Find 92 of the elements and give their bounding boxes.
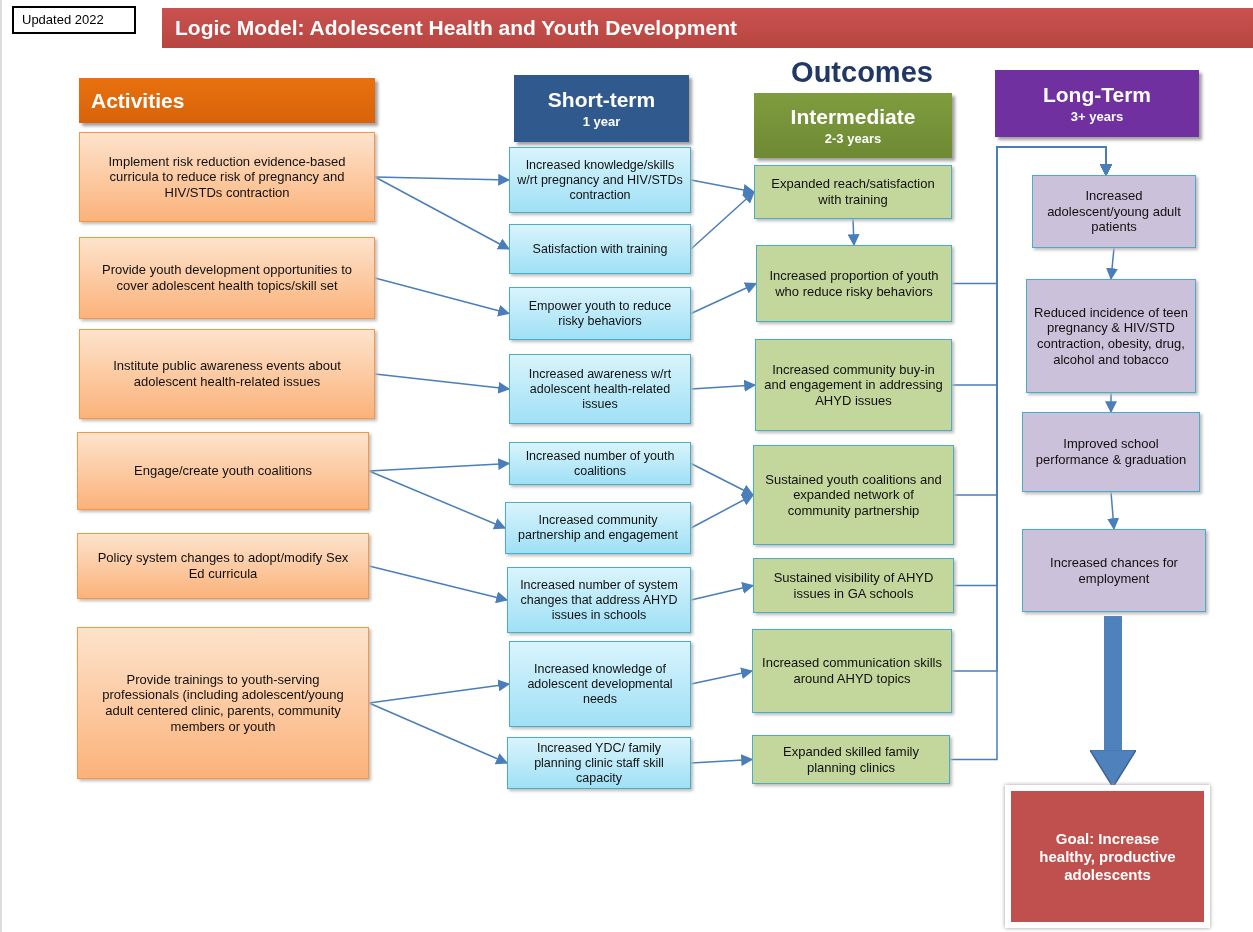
box-text: Sustained youth coalitions and expanded network of community partnership xyxy=(764,471,943,519)
column-header xyxy=(995,70,1199,137)
box-text: Increased community buy-in and engagement in addressing AHYD issues xyxy=(763,361,944,409)
arrow xyxy=(374,373,511,394)
long-term-outcome-box xyxy=(1026,279,1196,393)
box-text: Increased number of system changes that address AHYD issues in schools xyxy=(519,577,679,623)
box-text: Institute public awareness events about adolescent health-related issues xyxy=(112,358,342,390)
activity-box xyxy=(79,329,375,419)
short-term-outcome-box xyxy=(509,442,691,485)
intermediate-outcome-box xyxy=(756,245,952,322)
box-text: Provide youth development opportunities to cover adolescent health topics/skill set xyxy=(100,262,353,294)
box-text: Engage/create youth coalitions xyxy=(134,463,312,479)
box-text: Increased communication skills around AHYD topics xyxy=(761,655,943,687)
block-arrow xyxy=(1088,616,1138,788)
box-text: Intermediate xyxy=(790,104,916,130)
box-text: Satisfaction with training xyxy=(532,241,668,257)
arrow xyxy=(374,277,511,317)
box-text: Short-term xyxy=(547,87,656,113)
arrow xyxy=(690,191,755,250)
box-text: Increased knowledge/skills w/rt pregnancy and HIV/STDs contraction xyxy=(516,157,684,203)
box-text: Reduced incidence of teen pregnancy & HIV/STD contraction, obesity, drug, alcohol and tobacco xyxy=(1033,304,1189,368)
box-text: Increased adolescent/young adult patients xyxy=(1046,188,1182,235)
short-term-outcome-box xyxy=(509,287,691,340)
box-text: Goal: Increase healthy, productive adolescents xyxy=(1038,829,1177,884)
box-text: Improved school performance & graduation xyxy=(1034,436,1188,468)
box-text: Policy system changes to adopt/modify Sex Ed curricula xyxy=(96,550,350,582)
activity-box xyxy=(77,432,369,510)
arrow xyxy=(374,173,511,186)
box-text: Increased chances for employment xyxy=(1049,554,1179,587)
box-text: Expanded skilled family planning clinics xyxy=(782,743,920,776)
box-text: Empower youth to reduce risky behaviors xyxy=(527,298,673,329)
box-text: Sustained visibility of AHYD issues in GA schools xyxy=(772,569,935,602)
column-header xyxy=(79,78,375,123)
intermediate-outcome-box xyxy=(752,735,950,784)
box-text: Updated 2022 xyxy=(22,12,104,28)
date-box xyxy=(12,6,136,34)
short-term-outcome-box xyxy=(509,354,691,424)
arrow xyxy=(690,379,757,392)
time-frame: 2-3 years xyxy=(824,131,882,147)
activity-box xyxy=(79,132,375,222)
column-header xyxy=(754,93,952,158)
box-text: Increased awareness w/rt adolescent health-related issues xyxy=(527,366,673,412)
short-term-outcome-box xyxy=(505,502,691,554)
arrow xyxy=(690,754,754,767)
short-term-outcome-box xyxy=(509,641,691,727)
arrow xyxy=(949,146,1112,761)
arrow xyxy=(368,458,511,472)
arrow xyxy=(368,470,507,530)
arrow xyxy=(1105,392,1117,414)
arrow xyxy=(368,702,509,765)
intermediate-outcome-box xyxy=(753,558,954,613)
intermediate-outcome-box xyxy=(753,445,954,545)
activity-box xyxy=(79,237,375,319)
short-term-outcome-box xyxy=(507,567,691,633)
box-text: Increased YDC/ family planning clinic staff skill capacity xyxy=(533,740,665,786)
short-term-outcome-box xyxy=(509,147,691,213)
arrow xyxy=(374,176,511,250)
long-term-outcome-box xyxy=(1022,529,1206,612)
intermediate-outcome-box xyxy=(754,165,952,219)
long-term-outcome-box xyxy=(1032,175,1196,248)
arrow xyxy=(368,679,511,704)
arrow xyxy=(690,494,755,529)
arrow xyxy=(690,667,754,685)
intermediate-outcome-box xyxy=(752,629,952,713)
arrow xyxy=(847,218,860,247)
column-header xyxy=(514,75,689,142)
box-text: Increased knowledge of adolescent developmental needs xyxy=(526,661,674,707)
long-term-outcome-box xyxy=(1022,412,1200,492)
time-frame: 1 year xyxy=(582,114,621,130)
box-text: Expanded reach/satisfaction with training xyxy=(770,176,936,208)
arrow xyxy=(690,582,755,601)
section-heading: Outcomes xyxy=(790,56,934,89)
arrow xyxy=(690,282,758,315)
arrow xyxy=(690,462,755,496)
arrow xyxy=(690,179,756,196)
short-term-outcome-box xyxy=(507,737,691,789)
box-text: Activities xyxy=(91,87,185,114)
short-term-outcome-box xyxy=(509,224,691,274)
box-text: Increased proportion of youth who reduce risky behaviors xyxy=(768,267,940,300)
arrow xyxy=(1106,247,1118,281)
box-text: Increased number of youth coalitions xyxy=(524,448,676,479)
box-text: Implement risk reduction evidence-based curricula to reduce risk of pregnancy and HIV/STDs contraction xyxy=(107,153,347,201)
activity-box xyxy=(77,627,369,779)
time-frame: 3+ years xyxy=(1070,109,1124,125)
arrow xyxy=(1107,491,1120,531)
intermediate-outcome-box xyxy=(755,339,952,431)
activity-box xyxy=(77,533,369,599)
box-text: Increased community partnership and engagement xyxy=(517,513,679,543)
title-banner: Logic Model: Adolescent Health and Youth Development xyxy=(162,8,1253,48)
arrow xyxy=(368,565,509,604)
box-text: Long-Term xyxy=(1042,82,1152,108)
box-text: Provide trainings to youth-serving professionals (including adolescent/young adult centered clinic, parents, community members or youth xyxy=(101,671,345,735)
